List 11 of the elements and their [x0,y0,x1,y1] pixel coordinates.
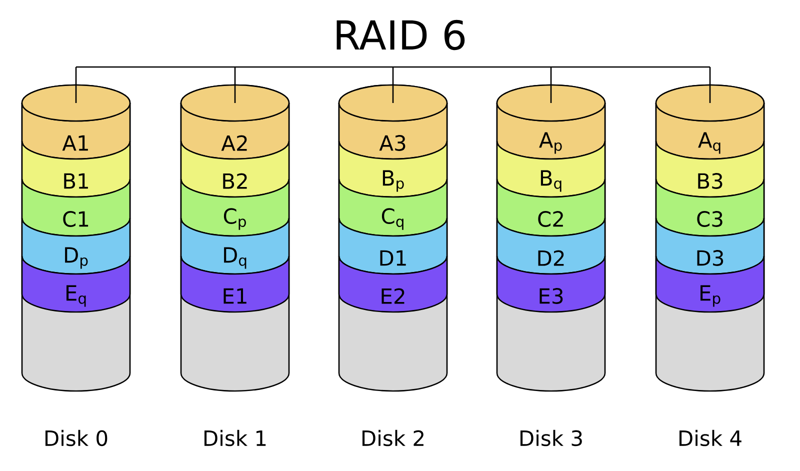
disk-label: Disk 1 [204,430,266,446]
connector-line [392,67,394,103]
title: RAID 6 [336,20,465,50]
disk-label: Disk 2 [362,430,424,446]
disk-label: Disk 0 [45,430,108,446]
connector-line [75,67,77,103]
disk-label: Disk 3 [520,430,582,446]
connector-line [550,67,552,103]
disk-label: Disk 4 [680,430,742,446]
connector-line [234,67,236,103]
connector-line [709,67,711,103]
